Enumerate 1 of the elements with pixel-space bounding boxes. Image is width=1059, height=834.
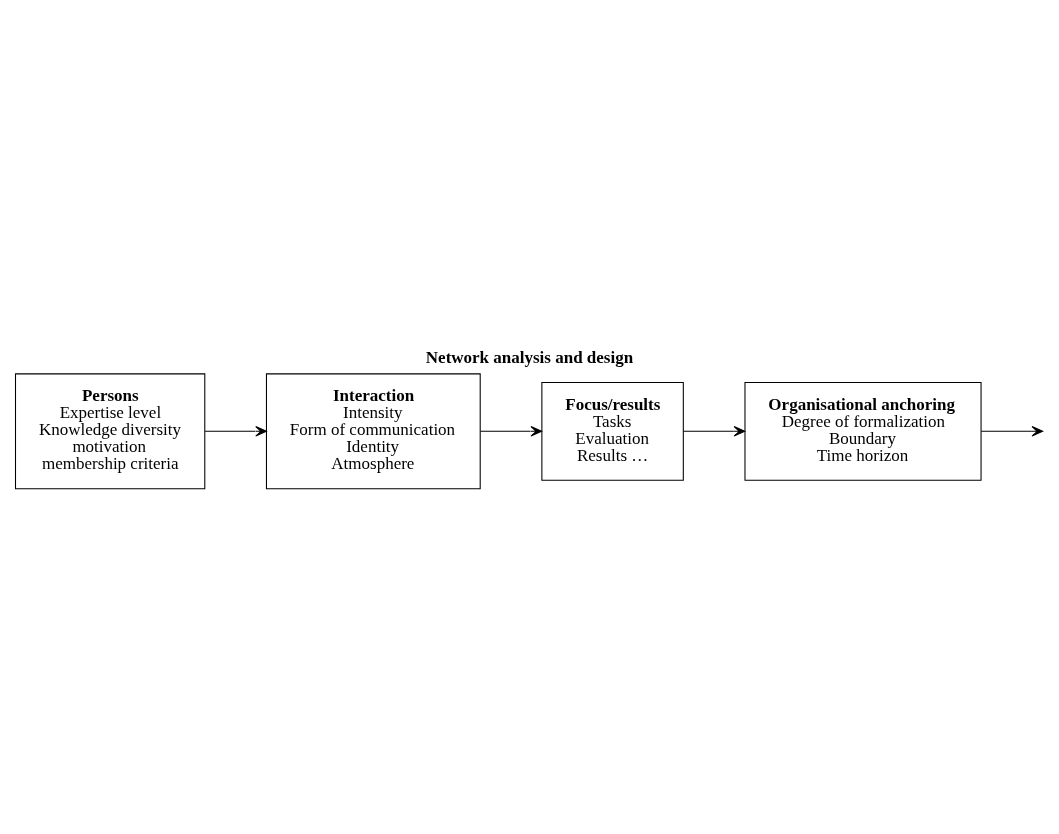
diagram-title: Network analysis and design xyxy=(425,347,634,367)
